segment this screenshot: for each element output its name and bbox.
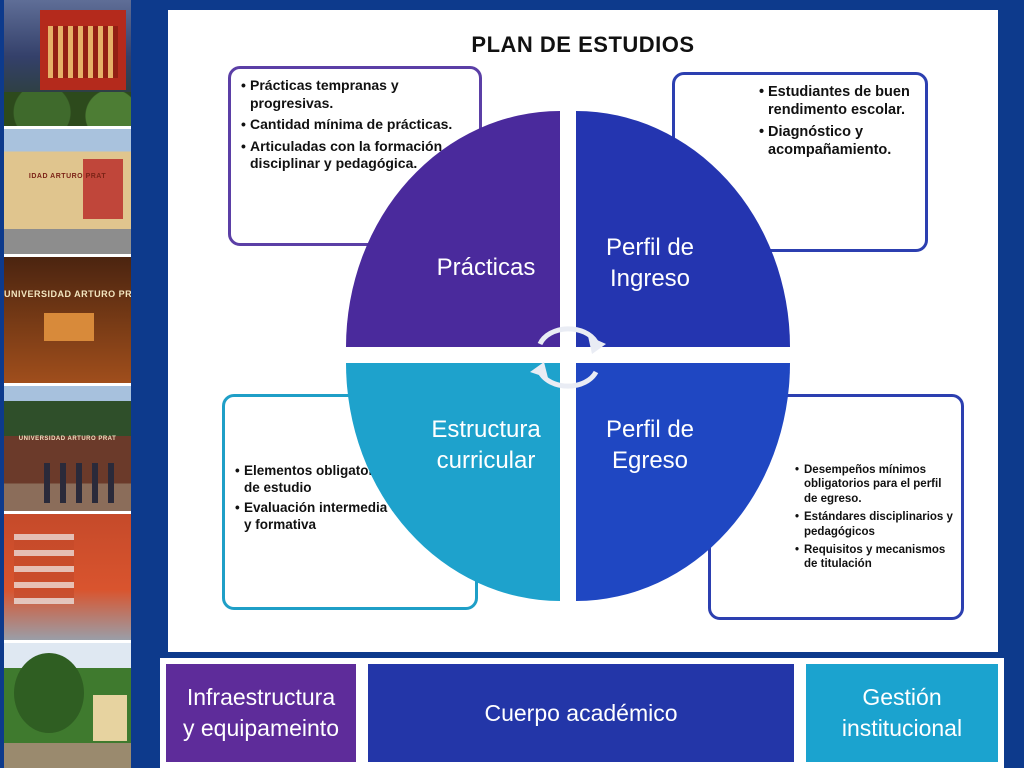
quadrant-circle [346, 111, 790, 601]
ingreso-bullet-1: Diagnóstico y acompañamiento. [759, 123, 915, 159]
people-shape [44, 463, 124, 503]
campus-photo-modern-building [4, 514, 131, 640]
window-shape [44, 313, 94, 341]
plan-de-estudios-panel: PLAN DE ESTUDIOS Prácticas tempranas y p… [168, 10, 998, 652]
label-ingreso-line2: Ingreso [609, 265, 691, 293]
label-estructura-line1: Estructura [431, 416, 541, 443]
practicas-list: Prácticas tempranas y progresivas. Cantid… [241, 77, 469, 173]
ingreso-bullet-0: Estudiantes de buen rendimento escolar. [759, 83, 915, 119]
practicas-bullet-2: Articuladas con la formación disciplinar… [241, 138, 469, 173]
facade-shape [14, 534, 74, 604]
arrowhead-icon [588, 336, 606, 354]
pillar-cuerpo-academico-text: Cuerpo académico [484, 699, 678, 726]
label-egreso-line1: Perfil de [605, 416, 695, 443]
egreso-bullet-1: Estándares disciplinarios y pedagógicos [795, 510, 953, 539]
tree-shape [14, 652, 84, 733]
practicas-bullet-1: Cantidad mínima de prácticas. [241, 116, 469, 134]
egreso-bullet-0: Desempeños mínimos obligatorios para el … [795, 463, 953, 506]
label-practicas: Prácticas [396, 252, 576, 283]
practicas-bullet-0: Prácticas tempranas y progresivas. [241, 77, 469, 112]
label-egreso-line2: Egreso [611, 447, 689, 475]
campus-photo-tower [4, 0, 131, 126]
label-estructura: Estructura curricular [396, 414, 576, 476]
quadrant-practicas [346, 111, 560, 347]
campus-sign-text: UNIVERSIDAD ARTURO PRAT [18, 435, 117, 442]
quadrant-egreso [576, 363, 790, 601]
campus-sign-text: UNIVERSIDAD ARTURO PRAT [4, 289, 131, 299]
egreso-bullet-2: Requisitos y mecanismos de titulación [795, 543, 953, 572]
pillar-infraestructura-line2: y equipameinto [183, 715, 339, 741]
pillar-gestion-institucional: Gestión institucional [806, 664, 998, 762]
campus-sign-text: IDAD ARTURO PRAT [28, 172, 107, 180]
campus-photo-night-sign: UNIVERSIDAD ARTURO PRAT [4, 257, 131, 383]
campus-photo-students: UNIVERSIDAD ARTURO PRAT [4, 385, 131, 511]
quadrant-ingreso [576, 111, 790, 347]
campus-photo-garden [4, 642, 131, 768]
pillar-gestion-line2: institucional [841, 715, 963, 741]
campus-photo-strip: IDAD ARTURO PRAT UNIVERSIDAD ARTURO PRAT… [4, 0, 131, 768]
egreso-list: Desempeños mínimos obligatorios para el … [795, 463, 953, 572]
diagram-title: PLAN DE ESTUDIOS [471, 32, 695, 57]
label-ingreso-line1: Perfil de [605, 234, 695, 261]
label-estructura-line2: curricular [436, 447, 536, 475]
pillar-infraestructura-line1: Infraestructura [186, 683, 336, 710]
house-shape [93, 694, 127, 741]
cycle-arrows-icon [537, 326, 599, 389]
trees-shape [4, 91, 131, 126]
ingreso-list: Estudiantes de buen rendimento escolar. D… [759, 83, 915, 160]
campus-photo-entrance: IDAD ARTURO PRAT [4, 128, 131, 254]
label-ingreso: Perfil de Ingreso [560, 232, 740, 294]
pillar-cuerpo-academico: Cuerpo académico [368, 664, 794, 762]
building-shape [40, 10, 126, 90]
arrowhead-icon [530, 362, 548, 378]
entrance-shape [83, 158, 123, 219]
pillar-infraestructura: Infraestructura y equipameinto [166, 664, 356, 762]
quadrant-estructura [346, 363, 560, 601]
pillar-gestion-line1: Gestión [862, 683, 942, 710]
label-practicas-text: Prácticas [436, 254, 536, 281]
label-egreso: Perfil de Egreso [560, 414, 740, 476]
